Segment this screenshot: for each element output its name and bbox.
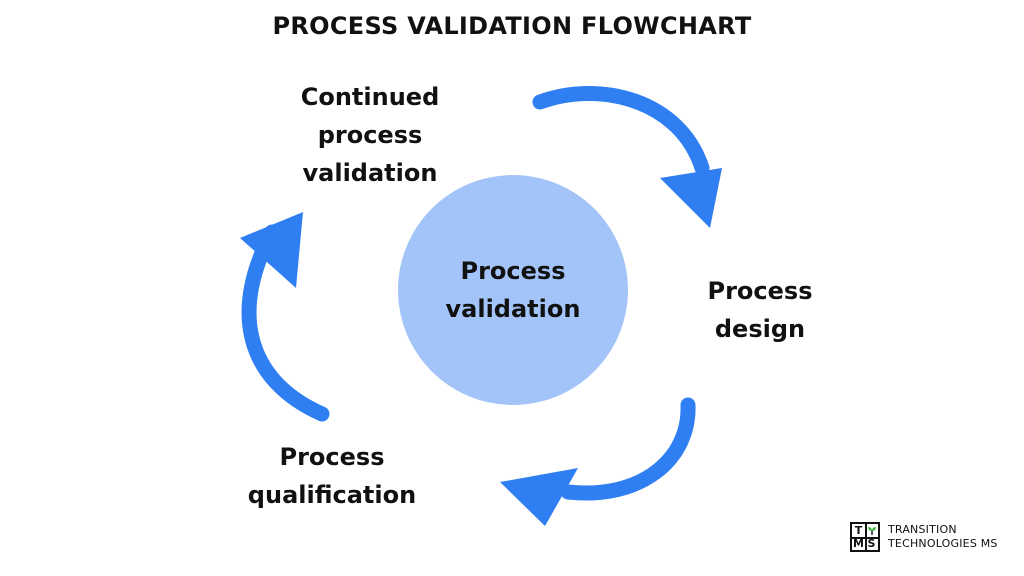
step-continued-process-validation: Continued process validation xyxy=(270,78,470,192)
logo-leaf-icon xyxy=(865,524,878,537)
logo-mark-cell: T xyxy=(854,524,863,537)
arrow-qualification-to-continued xyxy=(240,212,330,422)
logo-mark-cell: M xyxy=(853,537,864,550)
step-label-line: Continued xyxy=(300,83,440,111)
arrow-design-to-qualification xyxy=(500,397,696,526)
logo-text-line: TRANSITION xyxy=(888,523,957,536)
step-label-line: qualification xyxy=(247,481,417,509)
step-label-line: process xyxy=(317,121,423,149)
logo-text-line: TECHNOLOGIES MS xyxy=(888,537,998,550)
step-label-line: design xyxy=(714,315,806,343)
step-label-line: Process xyxy=(279,443,385,471)
step-label-line: validation xyxy=(302,159,438,187)
diagram-title: PROCESS VALIDATION FLOWCHART xyxy=(272,12,752,40)
center-label-line: Process xyxy=(460,257,566,285)
step-process-qualification: Process qualification xyxy=(232,438,432,514)
logo-text: TRANSITION TECHNOLOGIES MS xyxy=(888,523,998,551)
company-logo: T M S TRANSITION TECHNOLOGIES MS xyxy=(850,518,1010,556)
center-circle: Process validation xyxy=(398,175,628,405)
arrow-continued-to-design xyxy=(532,85,722,228)
step-process-design: Process design xyxy=(690,272,830,348)
step-label-line: Process xyxy=(707,277,813,305)
center-label: Process validation xyxy=(446,252,581,328)
logo-mark-icon: T M S xyxy=(850,522,880,552)
logo-mark-cell: S xyxy=(867,537,876,550)
center-label-line: validation xyxy=(445,295,581,323)
